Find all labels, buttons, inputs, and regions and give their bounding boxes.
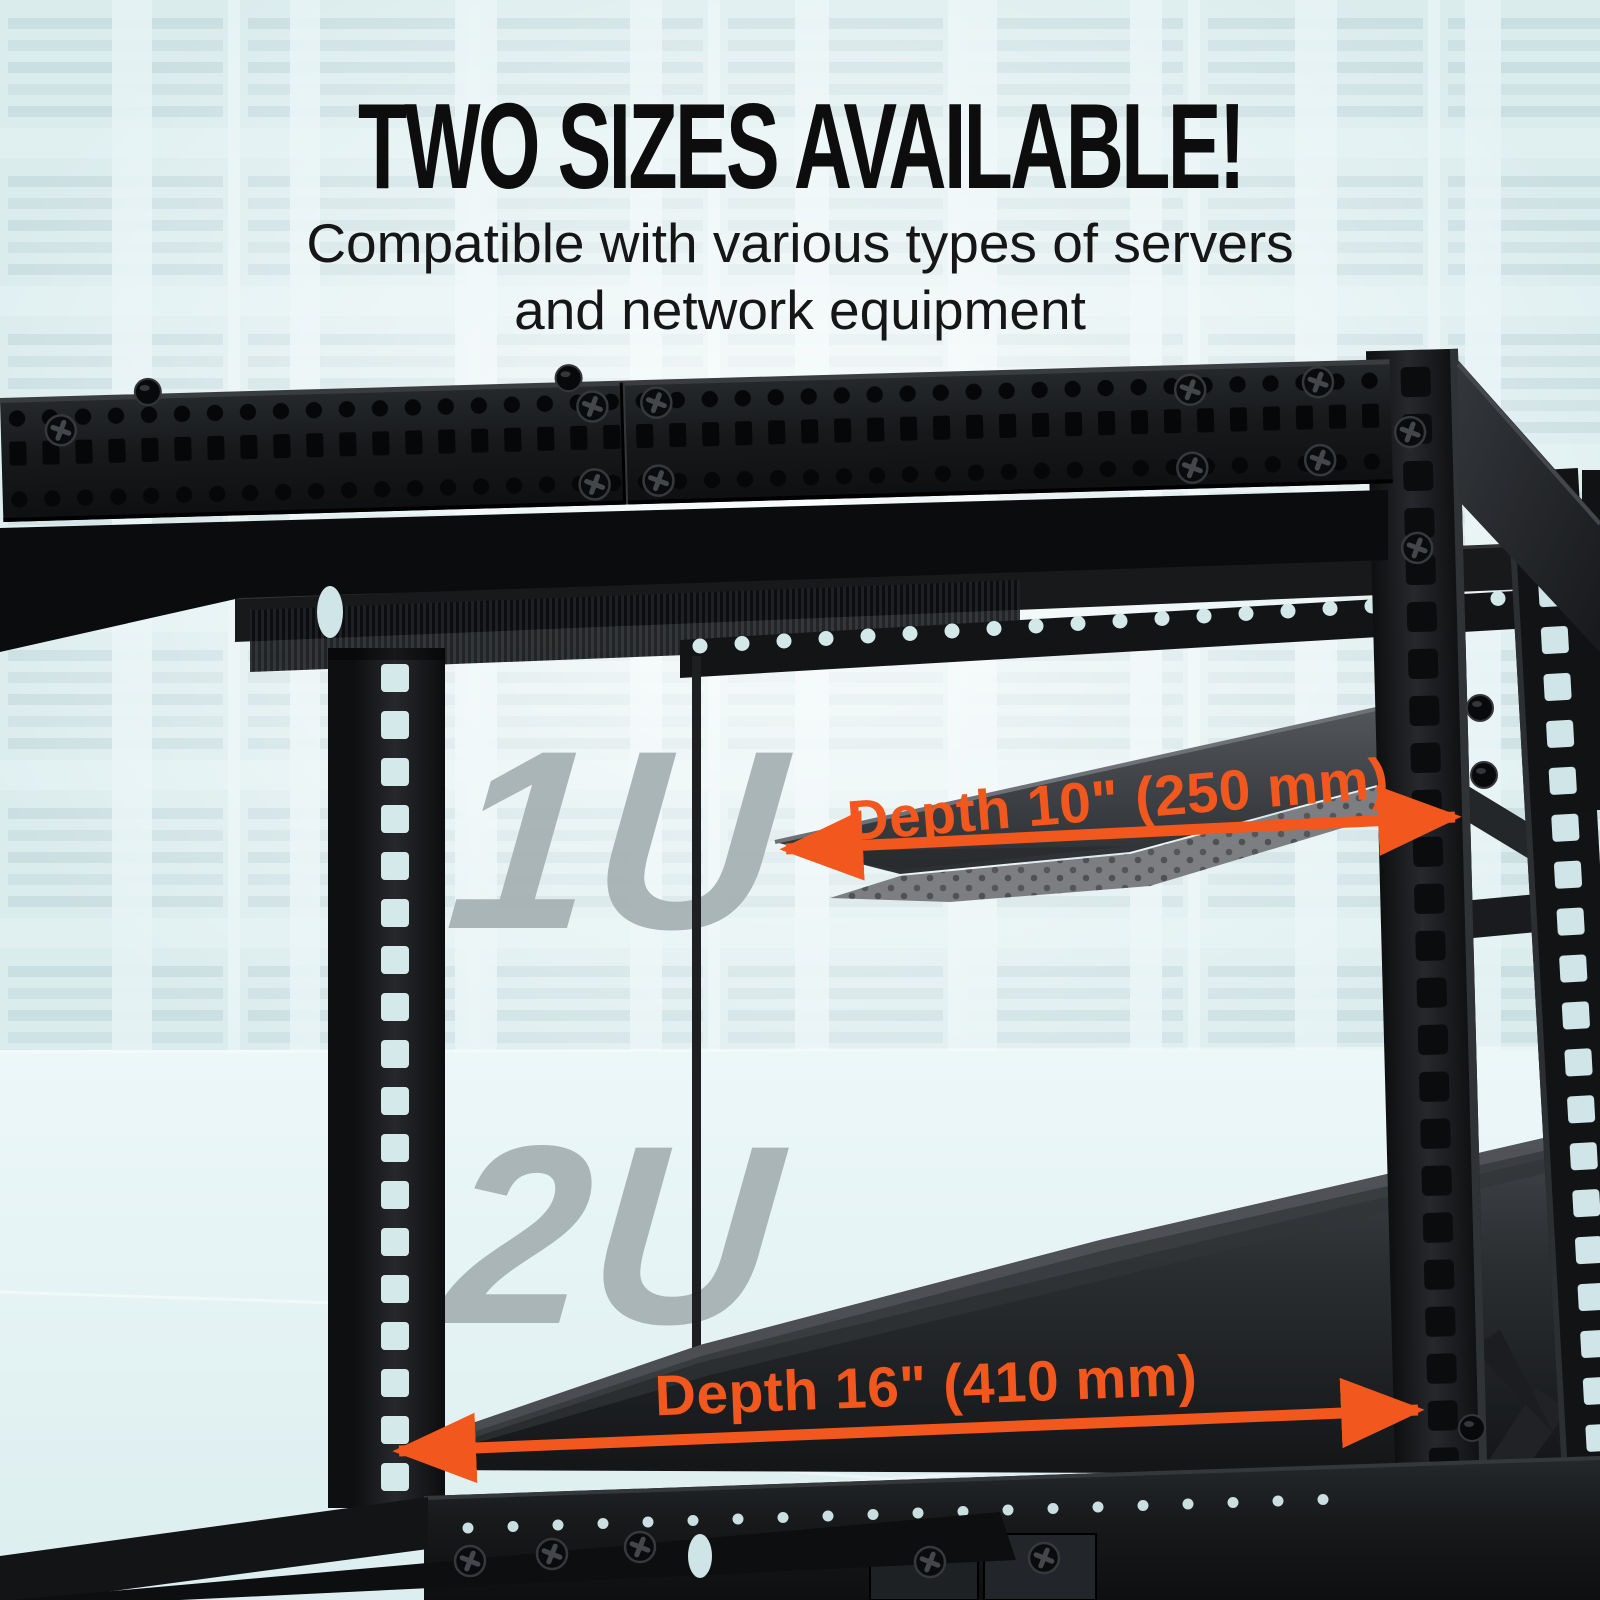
depth-label-1u: Depth 10" (250 mm) xyxy=(844,746,1392,854)
front-top-rail xyxy=(0,359,1393,522)
shelf-mount-bolts xyxy=(1458,694,1498,1442)
right-side-top-rail xyxy=(1456,360,1600,652)
vent-hole-dots xyxy=(692,588,1548,654)
bottom-rail-dots xyxy=(462,1494,1329,1534)
under-rail-support xyxy=(0,490,1388,652)
rear-braces xyxy=(1398,1330,1600,1600)
subtitle-line-1: Compatible with various types of servers xyxy=(306,212,1294,275)
floor-seams xyxy=(0,1046,1600,1510)
headline: TWO SIZES AVAILABLE! Compatible with var… xyxy=(0,84,1600,342)
shelf-1u-bracket xyxy=(1455,778,1600,902)
bottom-frame xyxy=(0,1456,1600,1600)
rear-top-rails xyxy=(234,540,1600,678)
front-right-post xyxy=(1365,348,1491,1600)
left-post xyxy=(328,648,445,1508)
far-right-rail xyxy=(1582,470,1600,810)
page-title: TWO SIZES AVAILABLE! xyxy=(357,78,1245,214)
floor xyxy=(0,1050,1600,1600)
cable-hole xyxy=(317,586,343,638)
size-label-1u: 1U xyxy=(439,698,795,983)
rear-cross-bar xyxy=(1452,888,1600,940)
subtitle-line-2: and network equipment xyxy=(514,279,1086,342)
size-label-2u: 2U xyxy=(435,1093,791,1378)
back-right-post xyxy=(1505,467,1600,1600)
